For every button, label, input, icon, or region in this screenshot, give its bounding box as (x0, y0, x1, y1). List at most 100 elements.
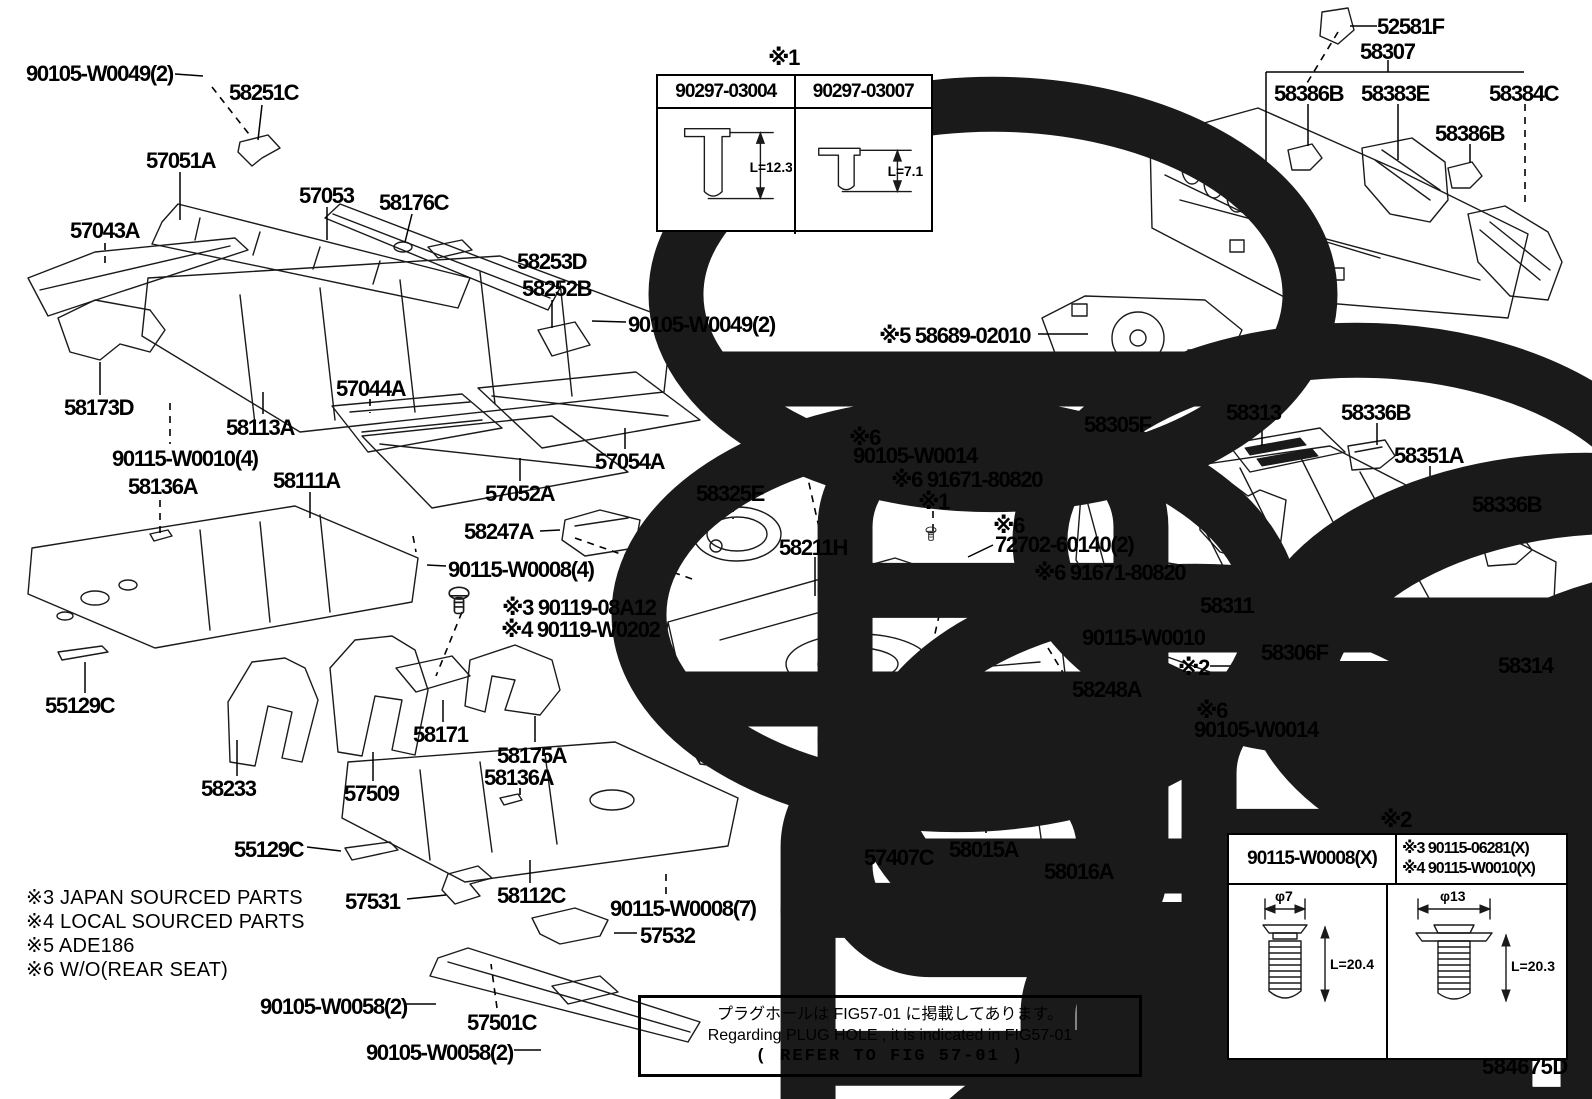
part-label-58383E-64: 58383E (1361, 81, 1430, 106)
part-label-69167180820-40: ※6 91671-80820 (891, 467, 1044, 492)
part-label-57044A-11: 57044A (336, 376, 407, 401)
part-label-58233-25: 58233 (201, 776, 257, 801)
part-label-58311-51: 58311 (1200, 593, 1255, 618)
clip-length-1: L=12.3 (750, 160, 792, 175)
part-label-58307-62: 58307 (1360, 39, 1416, 64)
part-label-6-56: ※6 (1196, 698, 1228, 723)
screw-drawing-1: φ7 L=20.4 (1229, 885, 1386, 1060)
part-label-57532-31: 57532 (640, 923, 696, 948)
screw-length-1: L=20.4 (1330, 956, 1374, 972)
screw-part-number-2: ※3 90115-06281(X) ※4 90115-W0010(X) (1395, 835, 1566, 883)
part-label-58111A-14: 58111A (273, 468, 341, 493)
clip-part-number-2: 90297-03007 (793, 76, 932, 107)
clip-part-number-1: 90297-03004 (675, 80, 777, 102)
note-line-reference: ( REFER TO FIG 57-01 ) (755, 1047, 1025, 1066)
part-label-57043A-5: 57043A (70, 218, 141, 243)
part-label-1-41: ※1 (918, 489, 950, 514)
part-label-39011908A12-19: ※3 90119-08A12 (502, 595, 657, 620)
part-label-58136A-24: 58136A (484, 765, 555, 790)
part-label-58305F-46: 58305F (1084, 412, 1152, 437)
part-label-58313-47: 58313 (1226, 400, 1282, 425)
legend: ※3 JAPAN SOURCED PARTS ※4 LOCAL SOURCED … (26, 886, 305, 982)
part-label-90105W0014-57: 90105-W0014 (1194, 717, 1319, 742)
part-label-58173D-9: 58173D (64, 395, 135, 420)
part-label-57054A-15: 57054A (595, 449, 666, 474)
part-label-55868902010-37: ※5 58689-02010 (879, 323, 1032, 348)
part-label-58248A-55: 58248A (1072, 677, 1143, 702)
part-label-58325E-35: 58325E (696, 481, 765, 506)
part-label-57407C-58: 57407C (864, 845, 935, 870)
clip-drawing-2: L=7.1 (793, 109, 932, 234)
part-label-57501C-33: 57501C (467, 1010, 538, 1035)
legend-item-wo-rear-seat: ※6 W/O(REAR SEAT) (26, 959, 229, 981)
part-label-58384C-65: 58384C (1489, 81, 1560, 106)
screw-size-table: 90115-W0008(X) ※3 90115-06281(X) ※4 9011… (1227, 833, 1568, 1060)
figure-code: 584675D (1482, 1054, 1568, 1079)
part-label-58171-22: 58171 (413, 722, 469, 747)
part-label-58386B-66: 58386B (1435, 121, 1506, 146)
part-label-72702601402-43: 72702-60140(2) (995, 532, 1135, 557)
part-label-57509-26: 57509 (344, 781, 400, 806)
legend-item-japan-sourced: ※3 JAPAN SOURCED PARTS (26, 887, 303, 909)
note-line-english: Regarding PLUG HOLE , it is indicated in… (707, 1027, 1073, 1044)
screw-part-number-1: 90115-W0008(X) (1247, 848, 1378, 869)
part-label-58016A-60: 58016A (1044, 859, 1115, 884)
part-label-58175A-23: 58175A (497, 743, 568, 768)
part-label-2-53: ※2 (1178, 655, 1210, 680)
part-label-52581F-61: 52581F (1377, 14, 1445, 39)
part-label-490119W0202-20: ※4 90119-W0202 (501, 617, 661, 642)
part-label-90115W00087-30: 90115-W0008(7) (610, 896, 757, 921)
legend-item-ade186: ※5 ADE186 (26, 935, 135, 957)
part-label-57053-3: 57053 (299, 183, 355, 208)
part-label-58252B-7: 58252B (522, 276, 593, 301)
front-floor-art (27, 134, 701, 649)
part-label-90105W0014-39: 90105-W0014 (853, 443, 978, 468)
screw-drawing-2: φ13 L=20.3 (1386, 885, 1566, 1060)
part-label-90115W00084-18: 90115-W0008(4) (448, 557, 595, 582)
legend-item-local-sourced: ※4 LOCAL SOURCED PARTS (26, 911, 305, 933)
note-line-japanese: プラグホールは FIG57-01 に掲載してあります。 (717, 1006, 1063, 1023)
screw-part-number-2-line2: ※4 90115-W0010(X) (1402, 860, 1536, 877)
part-label-58211H-36: 58211H (779, 535, 848, 560)
part-label-58314-54: 58314 (1498, 653, 1554, 678)
part-label-58176C-4: 58176C (379, 190, 450, 215)
bottom-left-art (57, 635, 739, 1043)
clip-table-marker: ※1 (768, 45, 800, 70)
part-label-90115W0010-45: 90115-W0010 (1082, 625, 1206, 650)
part-label-57051A-2: 57051A (146, 148, 217, 173)
part-label-69167180820-44: ※6 91671-80820 (1034, 560, 1187, 585)
part-label-6-38: ※6 (849, 425, 881, 450)
screw-part-number-2-line1: ※3 90115-06281(X) (1402, 840, 1530, 857)
part-label-58336B-50: 58336B (1472, 492, 1543, 517)
part-label-58015A-59: 58015A (949, 837, 1020, 862)
part-label-90105W00492-8: 90105-W0049(2) (628, 312, 776, 337)
clip-drawing-1: L=12.3 (658, 109, 794, 234)
part-label-58136A-13: 58136A (128, 474, 199, 499)
part-label-90105W00492-0: 90105-W0049(2) (26, 61, 174, 86)
plug-hole-note-box: プラグホールは FIG57-01 に掲載してあります。 Regarding PL… (638, 995, 1142, 1077)
screw-table-marker: ※2 (1380, 807, 1412, 832)
screw-diameter-2: φ13 (1440, 888, 1466, 904)
part-label-57531-28: 57531 (345, 889, 401, 914)
part-label-57052A-16: 57052A (485, 481, 556, 506)
part-label-90115W00104-12: 90115-W0010(4) (112, 446, 259, 471)
part-label-58386B-63: 58386B (1274, 81, 1345, 106)
part-label-90105W00582-34: 90105-W0058(2) (366, 1040, 514, 1065)
part-label-6-42: ※6 (993, 513, 1025, 538)
part-label-55129C-21: 55129C (45, 693, 116, 718)
part-label-58113A-10: 58113A (226, 415, 295, 440)
part-label-58351A-49: 58351A (1394, 443, 1465, 468)
back-panel-art (1149, 7, 1563, 319)
part-label-58247A-17: 58247A (464, 519, 535, 544)
part-label-58306F-52: 58306F (1261, 640, 1329, 665)
screw-length-2: L=20.3 (1511, 958, 1555, 974)
part-label-90105W00582-32: 90105-W0058(2) (260, 994, 408, 1019)
screw-diameter-1: φ7 (1275, 888, 1293, 904)
part-label-58336B-48: 58336B (1341, 400, 1412, 425)
part-label-55129C-27: 55129C (234, 837, 305, 862)
clip-size-table: 90297-03004 90297-03007 L=12.3 (656, 74, 933, 234)
part-label-58253D-6: 58253D (517, 249, 588, 274)
clip-length-2: L=7.1 (887, 164, 923, 179)
